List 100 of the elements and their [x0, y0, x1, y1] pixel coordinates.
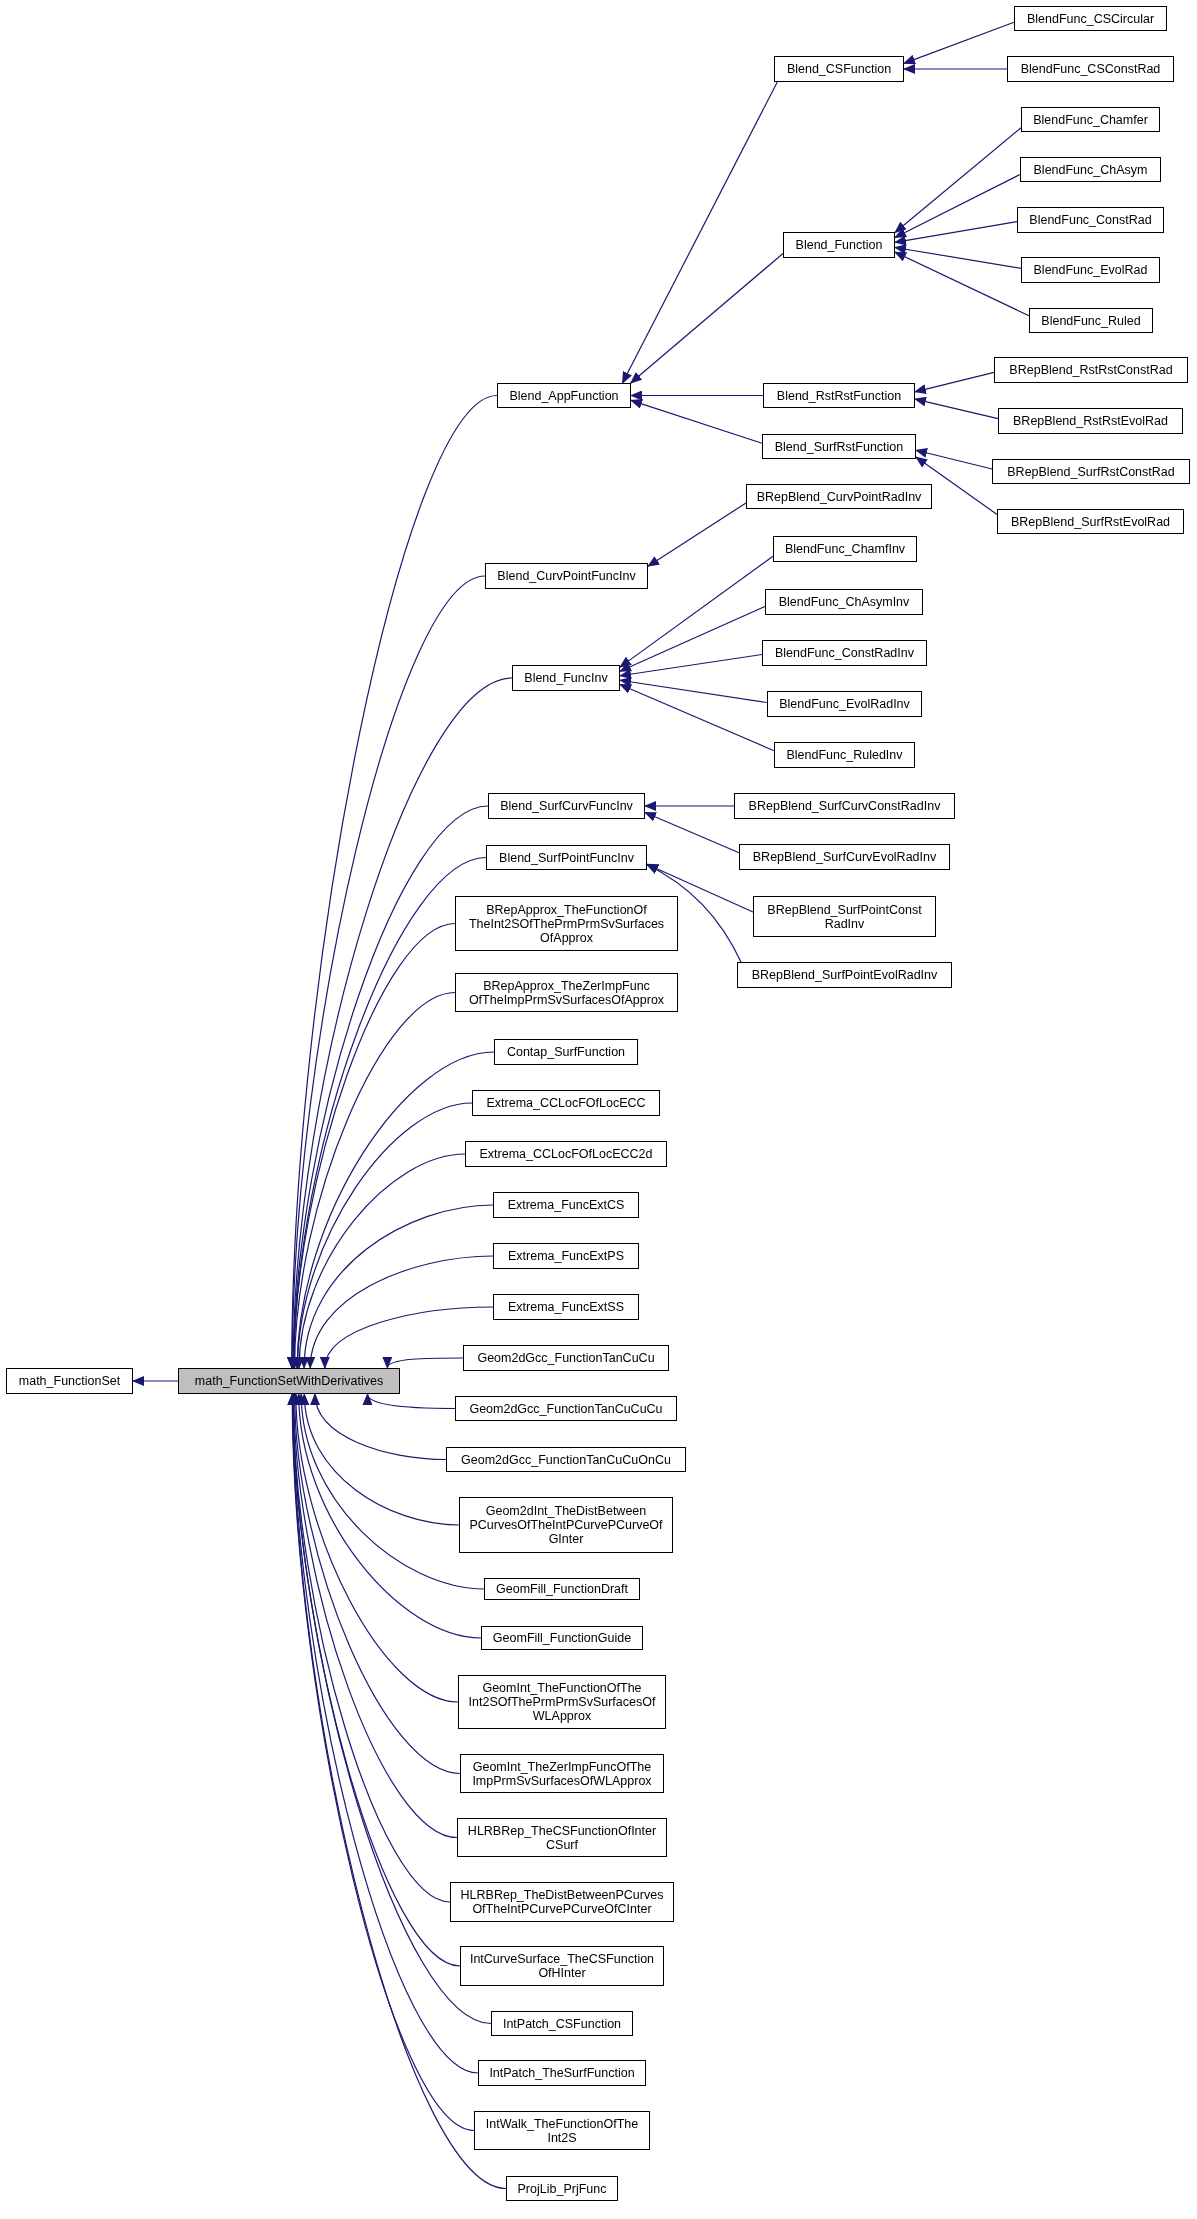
class-box	[997, 509, 1184, 534]
class-box	[773, 536, 917, 562]
class-name: BlendFunc_ConstRad	[1029, 213, 1152, 227]
inheritance-arrow	[287, 1393, 507, 2190]
inheritance-arrow	[914, 371, 995, 395]
class-box	[457, 1818, 667, 1857]
class-name: BRepApprox_TheFunctionOf TheInt2SOfThePrmPrmSvSurfaces OfApprox	[467, 902, 666, 945]
class-box	[485, 563, 648, 589]
inheritance-arrow	[903, 21, 1015, 65]
class-box	[459, 1497, 673, 1553]
class-box	[493, 1294, 639, 1320]
inheritance-arrow	[322, 1306, 494, 1369]
class-name: BRepBlend_SurfPointConst RadInv	[766, 902, 923, 931]
class-box	[6, 1368, 133, 1394]
class-box	[506, 2176, 618, 2201]
inheritance-arrow	[914, 396, 999, 420]
class-box	[734, 793, 955, 819]
class-name: BRepBlend_SurfRstEvolRad	[1010, 514, 1171, 529]
class-box	[998, 408, 1183, 434]
class-name: BlendFunc_EvolRad	[1033, 263, 1148, 277]
inheritance-arrow	[287, 394, 498, 1369]
inheritance-arrow	[619, 653, 763, 680]
class-box	[446, 1447, 686, 1472]
class-name: BlendFunc_ChAsym	[1033, 162, 1148, 177]
class-box	[497, 383, 631, 408]
class-box	[762, 640, 927, 666]
class-box	[1007, 56, 1174, 82]
inheritance-arrow	[630, 390, 764, 401]
class-name: Extrema_FuncExtCS	[507, 1198, 625, 1212]
class-name: BRepBlend_CurvPointRadInv	[756, 489, 922, 504]
class-box	[774, 56, 904, 82]
class-name: BlendFunc_ChAsymInv	[778, 595, 910, 609]
class-name: BlendFunc_CSCircular	[1026, 11, 1155, 26]
class-box	[493, 1243, 639, 1269]
inheritance-arrow	[894, 173, 1021, 239]
class-name: HLRBRep_TheCSFunctionOfInter CSurf	[466, 1823, 658, 1852]
class-name: Blend_CurvPointFuncInv	[497, 569, 636, 583]
inheritance-arrow	[903, 64, 1008, 74]
class-box	[783, 232, 895, 258]
class-name: Blend_SurfCurvFuncInv	[500, 799, 633, 813]
inheritance-arrow	[894, 127, 1022, 234]
class-box	[178, 1368, 400, 1394]
class-name: Blend_CSFunction	[786, 62, 892, 76]
class-box	[739, 844, 950, 870]
class-box	[762, 434, 916, 459]
class-name: BRepApprox_TheZerImpFunc OfTheImpPrmSvSurfacesOfApprox	[467, 978, 666, 1007]
class-box	[512, 665, 620, 691]
class-box	[463, 1345, 669, 1371]
class-box	[491, 2011, 633, 2036]
class-name: BlendFunc_ConstRadInv	[775, 646, 914, 660]
inheritance-arrow	[915, 456, 998, 515]
class-box	[493, 1192, 639, 1218]
inheritance-arrow	[644, 801, 735, 811]
class-name: Contap_SurfFunction	[506, 1045, 626, 1059]
class-box	[460, 1946, 664, 1986]
inheritance-arrow	[915, 448, 993, 470]
inheritance-arrow	[619, 676, 768, 704]
class-box	[481, 1626, 643, 1650]
class-name: BRepBlend_SurfRstConstRad	[1007, 464, 1175, 479]
class-box	[1014, 6, 1167, 31]
class-box	[455, 896, 678, 951]
class-name: IntPatch_TheSurfFunction	[489, 2066, 635, 2080]
inheritance-arrow	[619, 683, 775, 752]
class-name: math_FunctionSetWithDerivatives	[194, 1374, 384, 1388]
inheritance-arrow	[619, 555, 774, 668]
class-box	[763, 383, 915, 408]
inheritance-arrow	[619, 605, 766, 672]
class-name: Geom2dGcc_FunctionTanCuCu	[477, 1351, 655, 1365]
class-name: Geom2dInt_TheDistBetween PCurvesOfTheIntPCurvePCurveOf GInter	[468, 1504, 664, 1546]
class-box	[1020, 157, 1161, 182]
class-name: IntCurveSurface_TheCSFunction OfHInter	[468, 1952, 656, 1980]
class-box	[774, 742, 915, 768]
class-name: BlendFunc_CSConstRad	[1020, 62, 1161, 76]
class-name: Extrema_CCLocFOfLocECC2d	[479, 1147, 653, 1161]
class-name: Blend_FuncInv	[524, 671, 608, 685]
inheritance-arrow	[300, 1393, 460, 1526]
class-name: Blend_AppFunction	[509, 388, 619, 403]
class-name: GeomInt_TheZerImpFuncOfThe ImpPrmSvSurfacesOfWLApprox	[471, 1759, 653, 1788]
class-name: Blend_SurfPointFuncInv	[499, 850, 634, 865]
inheritance-arrow	[311, 1393, 447, 1461]
inheritance-arrow	[894, 251, 1030, 317]
inheritance-arrow	[646, 864, 742, 963]
class-name: BRepBlend_SurfCurvConstRadInv	[748, 799, 941, 813]
class-box	[460, 1754, 664, 1793]
inheritance-arrow	[132, 1376, 179, 1386]
class-box	[484, 1578, 640, 1600]
class-box	[1017, 207, 1164, 233]
inheritance-arrow	[300, 1204, 494, 1369]
class-name: Blend_RstRstFunction	[776, 388, 902, 403]
inheritance-arrow	[287, 575, 486, 1369]
class-box	[1021, 257, 1160, 283]
inheritance-arrow	[297, 1393, 485, 1590]
inheritance-arrow	[306, 1255, 494, 1369]
inheritance-arrow	[621, 81, 778, 384]
class-name: GeomFill_FunctionDraft	[496, 1582, 628, 1596]
class-box	[478, 2060, 646, 2086]
class-name: BlendFunc_Ruled	[1041, 313, 1141, 328]
class-box	[488, 793, 645, 819]
class-box	[494, 1039, 638, 1065]
class-name: BlendFunc_RuledInv	[786, 748, 903, 762]
